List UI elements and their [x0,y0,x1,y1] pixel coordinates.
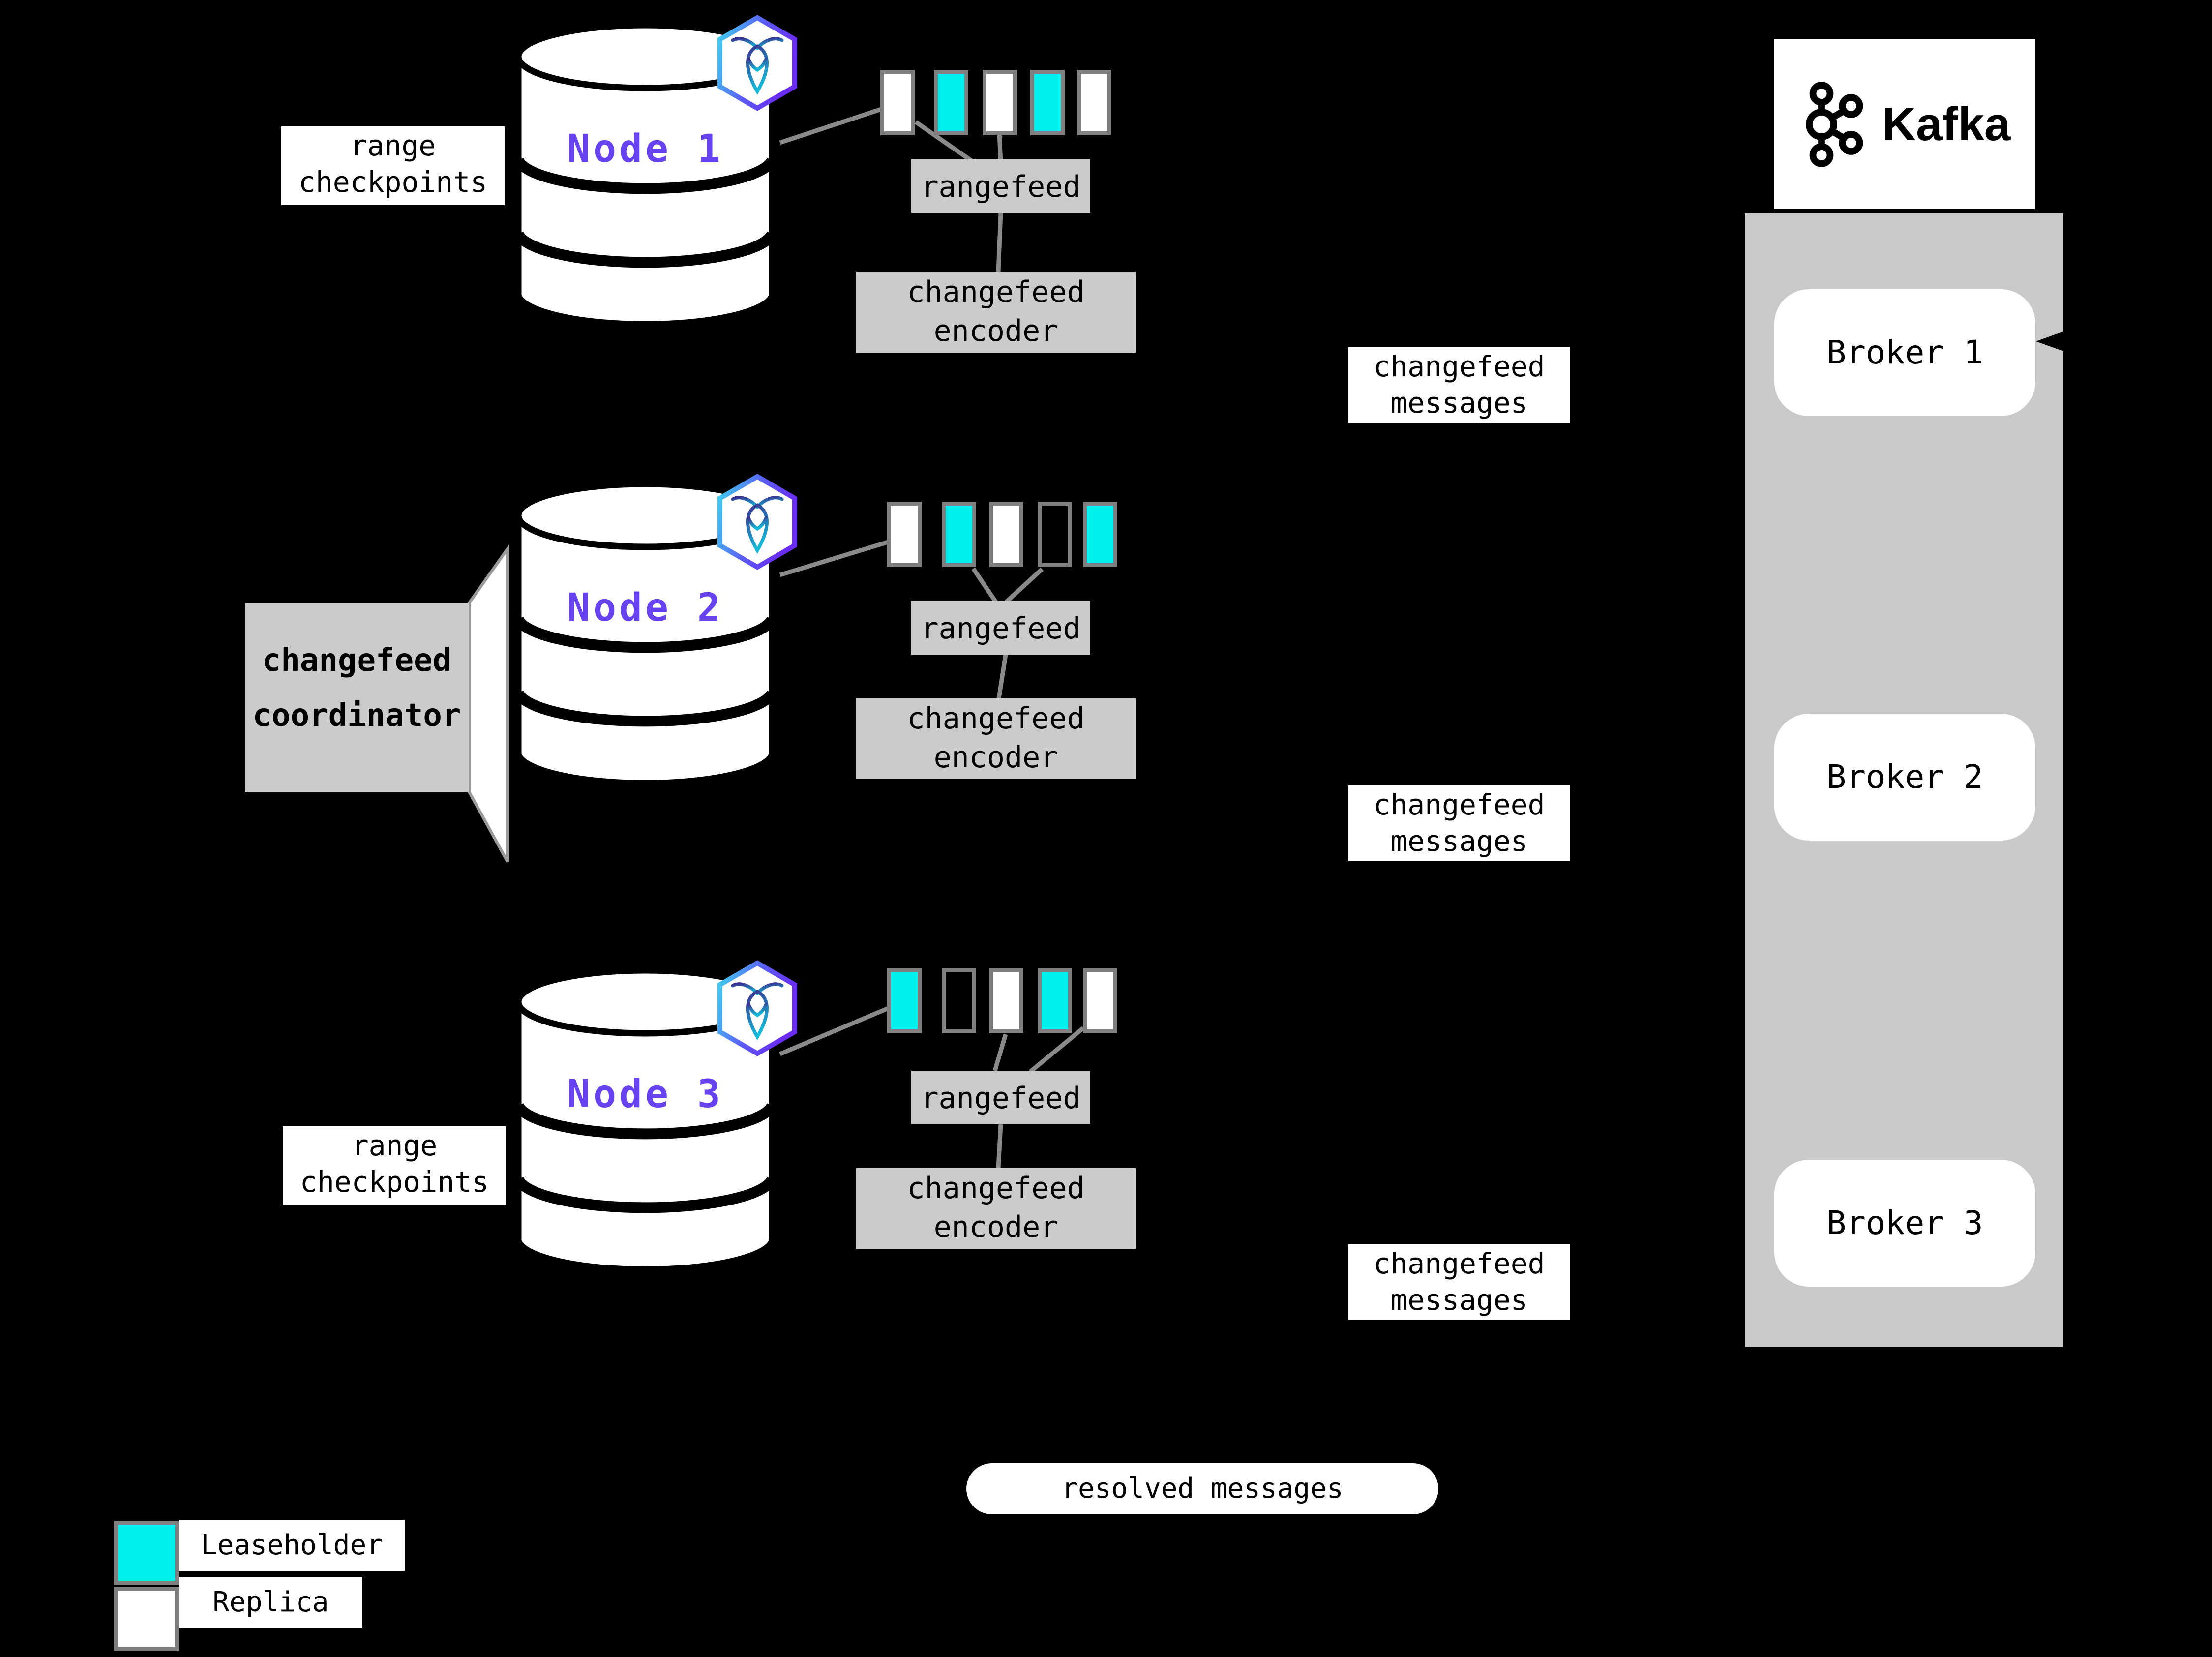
label-line: range [351,1129,438,1162]
label-line: changefeed [1373,788,1545,821]
kafka-logo-box: Kafka [1774,39,2035,209]
kafka-icon [1805,81,1863,167]
label-line: changefeed [907,701,1085,736]
node-cylinder [513,22,777,328]
node-label: Node 2 [567,586,723,630]
range-replica [1077,70,1111,135]
label-line: changefeed [1373,350,1545,383]
label-line: checkpoints [298,165,488,199]
range-replica [1083,968,1117,1033]
cockroachdb-icon [717,15,797,111]
range-leaseholder [1038,968,1072,1033]
broker-3: Broker 3 [1774,1160,2035,1287]
rangefeed-box: rangefeed [911,159,1090,213]
cockroachdb-icon-wrap [714,15,801,113]
node-cylinder-wrap [513,966,777,1278]
range-empty [942,968,976,1033]
label-line: changefeed [907,275,1085,309]
range-replica [887,502,922,567]
label-line: changefeed [1373,1247,1545,1280]
label-line: encoder [933,740,1058,775]
kafka-wordmark: Kafka [1882,97,2011,151]
changefeed-encoder-box: changefeed encoder [856,272,1136,353]
coordinator-flap [468,545,509,863]
node-cylinder [513,967,777,1273]
cockroachdb-icon [717,960,797,1056]
range-replica [989,968,1023,1033]
label-line: range [350,129,436,162]
changefeed-encoder-box: changefeed encoder [856,1168,1136,1249]
label-line: messages [1390,824,1528,858]
range-leaseholder [942,502,976,567]
cockroachdb-icon [717,474,797,570]
node-cylinder-wrap [513,480,777,792]
range-replica [989,502,1023,567]
arrow-into-broker1 [2036,331,2063,351]
label-line: messages [1390,386,1528,420]
coordinator-line1: changefeed [262,642,452,679]
range-replica [880,70,915,135]
cockroachdb-icon-wrap [714,474,801,572]
legend-leaseholder-swatch [114,1521,179,1585]
node-label: Node 3 [567,1072,723,1116]
rangefeed-box: rangefeed [911,1071,1090,1124]
legend-leaseholder-label: Leaseholder [179,1520,405,1571]
legend-replica-label: Replica [179,1577,362,1628]
range-empty [1038,502,1072,567]
label-line: encoder [933,1210,1058,1244]
resolved-messages-pill: resolved messages [966,1463,1438,1514]
cockroachdb-icon-wrap [714,960,801,1058]
rangefeed-box: rangefeed [911,601,1090,655]
broker-1: Broker 1 [1774,289,2035,416]
range-leaseholder [1083,502,1117,567]
node-cylinder [513,481,777,786]
label-line: messages [1390,1283,1528,1317]
node-cylinder-wrap [513,21,777,333]
connector-line-group [779,107,1085,1169]
changefeed-coordinator-box: changefeed coordinator [245,603,469,792]
label-line: changefeed [907,1171,1085,1205]
label-line: checkpoints [299,1165,489,1199]
range-leaseholder [934,70,968,135]
node-label: Node 1 [567,127,723,171]
label-line: encoder [933,314,1058,348]
range-leaseholder [887,968,922,1033]
changefeed-encoder-box: changefeed encoder [856,698,1136,779]
range-leaseholder [1030,70,1065,135]
broker-2: Broker 2 [1774,714,2035,841]
coordinator-line2: coordinator [252,697,461,734]
legend-replica-swatch [114,1587,179,1651]
range-replica [983,70,1017,135]
